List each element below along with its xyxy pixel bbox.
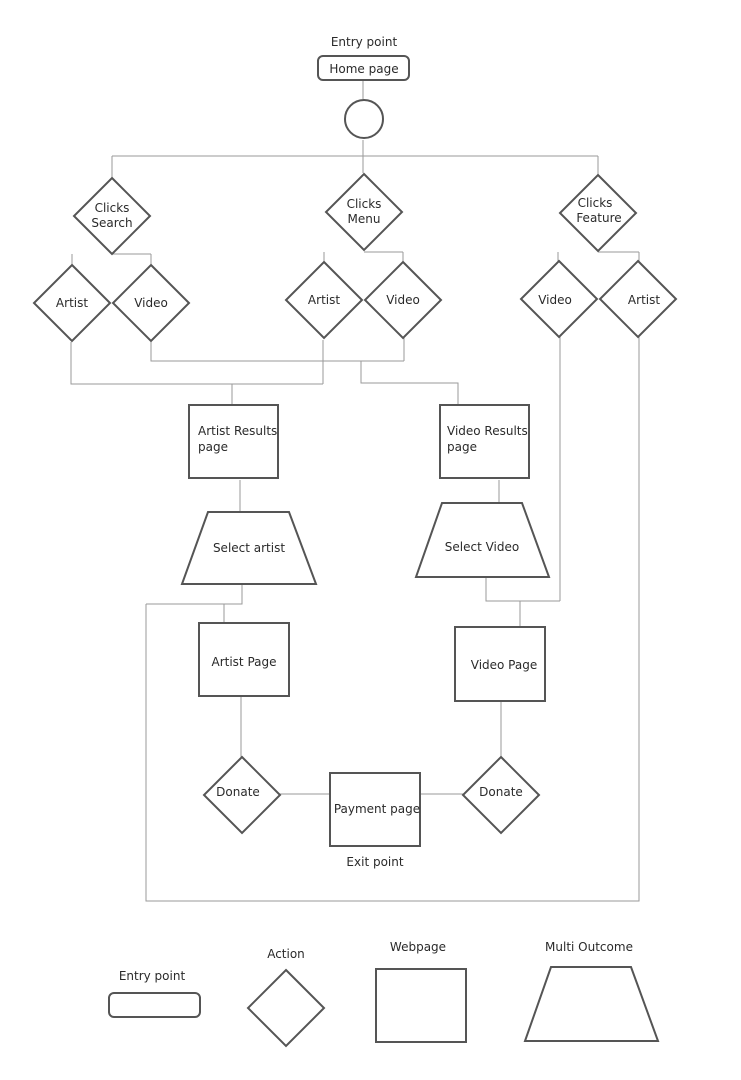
home-page-node[interactable]: Home page <box>317 55 410 81</box>
clicks-search-node[interactable]: Clicks Search <box>72 176 152 256</box>
connector-artists-to-artist-results <box>70 340 324 404</box>
clicks-menu-line-1: Clicks <box>347 197 382 211</box>
search-video-node[interactable]: Video <box>111 263 191 343</box>
clicks-feature-line-1: Clicks <box>578 196 613 210</box>
feature-artist-label: Artist <box>628 293 660 307</box>
menu-video-node[interactable]: Video <box>363 260 443 340</box>
search-video-label: Video <box>134 296 168 310</box>
entry-point-label: Entry point <box>331 35 398 49</box>
artist-page-node[interactable]: Artist Page <box>198 622 290 697</box>
connectors <box>70 80 640 902</box>
connector-select-artist-to-artist-page <box>146 585 243 623</box>
artist-results-line-1: Artist Results <box>198 424 277 438</box>
video-page-label: Video Page <box>471 658 538 672</box>
connector-feature-split <box>557 251 640 261</box>
clicks-menu-line-2: Menu <box>348 212 381 226</box>
artist-donate-label: Donate <box>216 785 260 799</box>
video-results-line-2: page <box>447 440 477 454</box>
connector-menu-split <box>323 251 404 262</box>
legend-webpage-shape <box>375 968 467 1043</box>
payment-page-node[interactable]: Payment page <box>329 772 421 847</box>
video-donate-node[interactable]: Donate <box>461 755 541 835</box>
legend-action-shape <box>246 968 326 1048</box>
feature-video-label: Video <box>538 293 572 307</box>
menu-artist-label: Artist <box>308 293 340 307</box>
select-video-node[interactable]: Select Video <box>414 502 551 578</box>
connector-start-to-branches <box>111 140 599 178</box>
search-artist-node[interactable]: Artist <box>32 263 112 343</box>
connector-feature-artist-loop <box>145 337 640 902</box>
legend: Entry point Action Webpage Multi Outcome <box>108 940 660 1048</box>
home-page-label: Home page <box>329 62 398 76</box>
feature-video-node[interactable]: Video <box>519 259 599 339</box>
clicks-search-line-1: Clicks <box>95 201 130 215</box>
legend-webpage-label: Webpage <box>390 940 446 954</box>
connector-search-split <box>71 253 152 266</box>
connector-videos-to-video-results <box>150 338 459 404</box>
legend-entry-point-shape <box>108 992 201 1018</box>
connector-select-video-to-video-page <box>485 578 560 627</box>
artist-results-line-2: page <box>198 440 228 454</box>
artist-donate-node[interactable]: Donate <box>202 755 282 835</box>
start-circle[interactable] <box>344 99 384 139</box>
exit-point-label: Exit point <box>346 855 403 869</box>
artist-results-page-node[interactable]: Artist Results page <box>188 404 279 479</box>
artist-page-label: Artist Page <box>211 655 276 669</box>
menu-video-label: Video <box>386 293 420 307</box>
video-donate-label: Donate <box>479 785 523 799</box>
menu-artist-node[interactable]: Artist <box>284 260 364 340</box>
legend-entry-point-label: Entry point <box>119 969 186 983</box>
video-results-line-1: Video Results <box>447 424 528 438</box>
video-page-node[interactable]: Video Page <box>454 626 546 702</box>
select-artist-label: Select artist <box>213 541 285 555</box>
payment-page-label: Payment page <box>334 802 420 816</box>
search-artist-label: Artist <box>56 296 88 310</box>
clicks-feature-node[interactable]: Clicks Feature <box>558 173 638 253</box>
clicks-search-line-2: Search <box>91 216 132 230</box>
select-video-label: Select Video <box>445 540 519 554</box>
legend-action-label: Action <box>267 947 305 961</box>
legend-multi-outcome-shape <box>523 966 660 1042</box>
video-results-page-node[interactable]: Video Results page <box>439 404 530 479</box>
feature-artist-node[interactable]: Artist <box>598 259 678 339</box>
select-artist-node[interactable]: Select artist <box>180 511 318 585</box>
clicks-feature-line-2: Feature <box>576 211 621 225</box>
legend-multi-outcome-label: Multi Outcome <box>545 940 633 954</box>
clicks-menu-node[interactable]: Clicks Menu <box>324 172 404 252</box>
